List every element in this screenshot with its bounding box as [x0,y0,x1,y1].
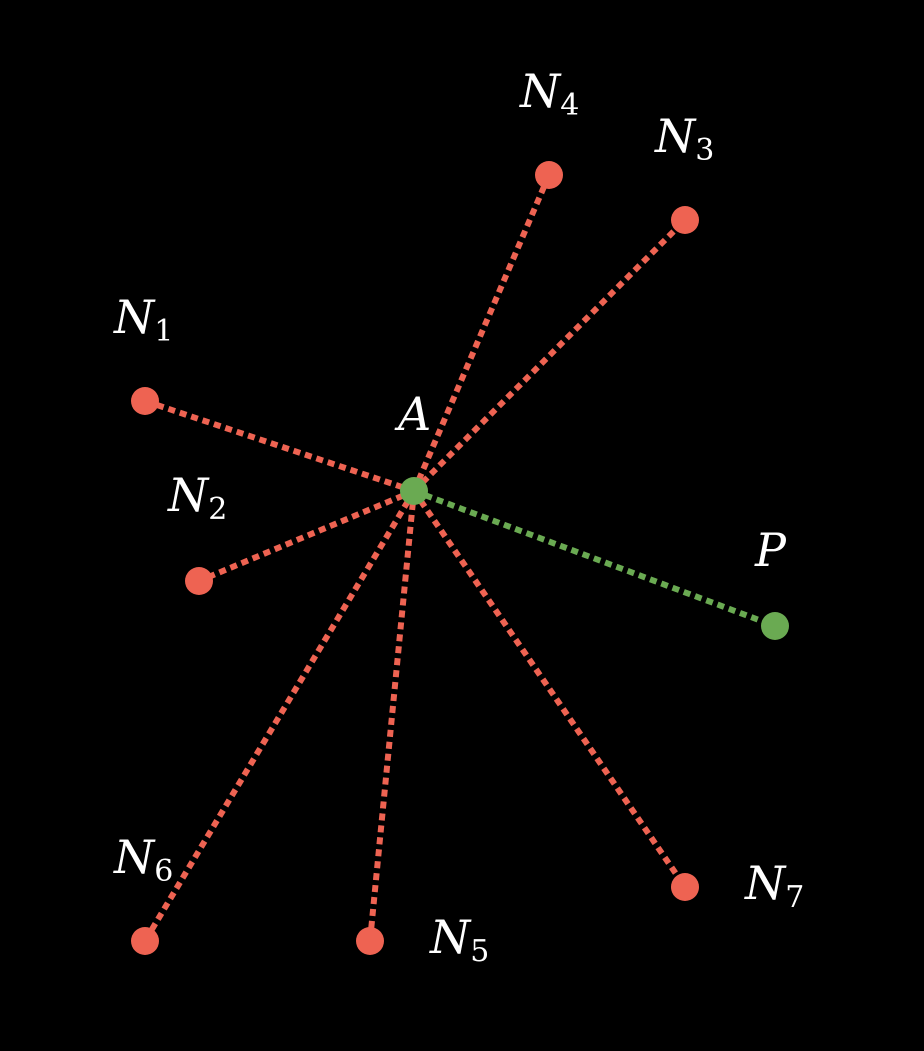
label-N5-letter: N [429,910,472,964]
label-N6: N6 [113,830,173,889]
label-P: P [754,523,787,577]
edge-A-N5 [367,490,417,942]
label-N7-letter: N [744,856,787,910]
label-N1: N1 [113,290,173,349]
edge-A-N4 [411,173,552,493]
label-A: A [394,387,431,441]
node-N3 [671,206,699,234]
edge-A-N3 [411,217,688,494]
label-N2: N2 [167,468,227,527]
label-N6-sub: 6 [154,854,173,889]
label-N4: N4 [519,64,579,123]
label-A-letter: A [394,387,431,441]
label-N3-sub: 3 [695,133,714,168]
node-N2 [185,567,213,595]
label-N7: N7 [744,856,804,915]
label-N6-letter: N [113,830,156,884]
edge-A-N6 [142,489,417,943]
node-N7 [671,873,699,901]
label-N4-letter: N [519,64,562,118]
node-N4 [535,161,563,189]
label-N4-sub: 4 [560,88,579,123]
node-A [400,477,428,505]
label-N2-sub: 2 [208,492,227,527]
label-N2-letter: N [167,468,210,522]
label-N7-sub: 7 [785,880,804,915]
node-N1 [131,387,159,415]
edge-A-N2 [197,488,416,584]
edge-A-N7 [411,489,688,889]
node-P [761,612,789,640]
label-P-letter: P [754,523,787,577]
nodes-group [131,161,789,955]
edges-group [142,173,777,943]
label-N5-sub: 5 [470,934,489,969]
node-N6 [131,927,159,955]
label-N1-letter: N [113,290,156,344]
label-N1-sub: 1 [154,314,173,349]
labels-group: A P N1 N2 N3 N4 N5 N6 N7 [113,64,804,969]
label-N3-letter: N [654,109,697,163]
label-N5: N5 [429,910,489,969]
node-N5 [356,927,384,955]
label-N3: N3 [654,109,714,168]
edge-A-P [412,488,777,629]
